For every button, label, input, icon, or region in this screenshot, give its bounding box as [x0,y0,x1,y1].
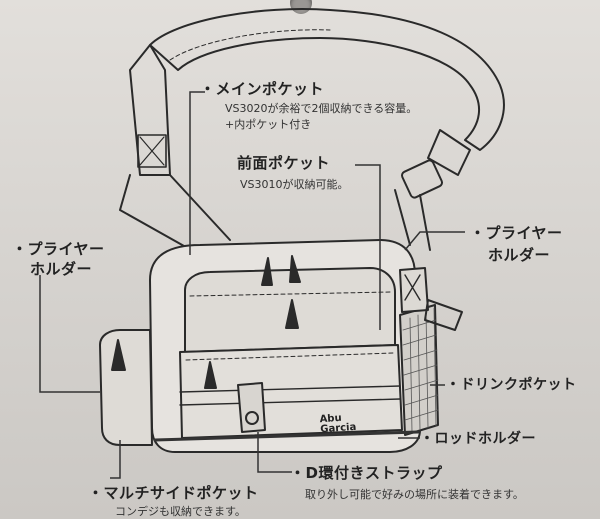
label-drink-pocket: ・ドリンクポケット [446,377,577,393]
hang-hole [290,0,312,14]
label-plier-left-2: ホルダー [30,260,93,278]
callout-side-pocket [110,440,121,479]
label-plier-right-1: ・プライヤー [470,224,563,242]
note-multi-side-pocket: コンデジも収納できます。 [115,505,246,518]
rod-holder [424,299,463,331]
note-main-pocket-1: VS3020が余裕で2個収納できる容量。 [225,102,418,115]
strap-left-webbing [129,44,171,176]
callout-plier-right [404,231,465,251]
callout-front-pocket [355,164,381,330]
label-plier-right-2: ホルダー [488,246,551,264]
label-multi-side-pocket: ・マルチサイドポケット [88,484,259,502]
note-d-ring-strap: 取り外し可能で好みの場所に装着できます。 [305,488,524,501]
side-pocket-left [99,329,153,446]
bag-lower-pocket [179,344,403,439]
strap-buckle [427,129,471,176]
brand-logo: Abu Garcia [319,413,356,435]
label-main-pocket: ・メインポケット [200,80,325,98]
note-main-pocket-2: +内ポケット付き [225,118,312,131]
label-plier-left-1: ・プライヤー [12,240,105,258]
label-d-ring-strap: ・D環付きストラップ [290,464,443,482]
callout-main-pocket [189,91,205,255]
note-front-pocket: VS3010が収納可能。 [240,178,349,191]
callout-d-ring [257,432,292,473]
shoulder-strap [149,8,505,151]
callout-plier-left [39,275,100,393]
label-rod-holder: ・ロッドホルダー [420,431,536,447]
label-front-pocket: 前面ポケット [237,154,331,172]
